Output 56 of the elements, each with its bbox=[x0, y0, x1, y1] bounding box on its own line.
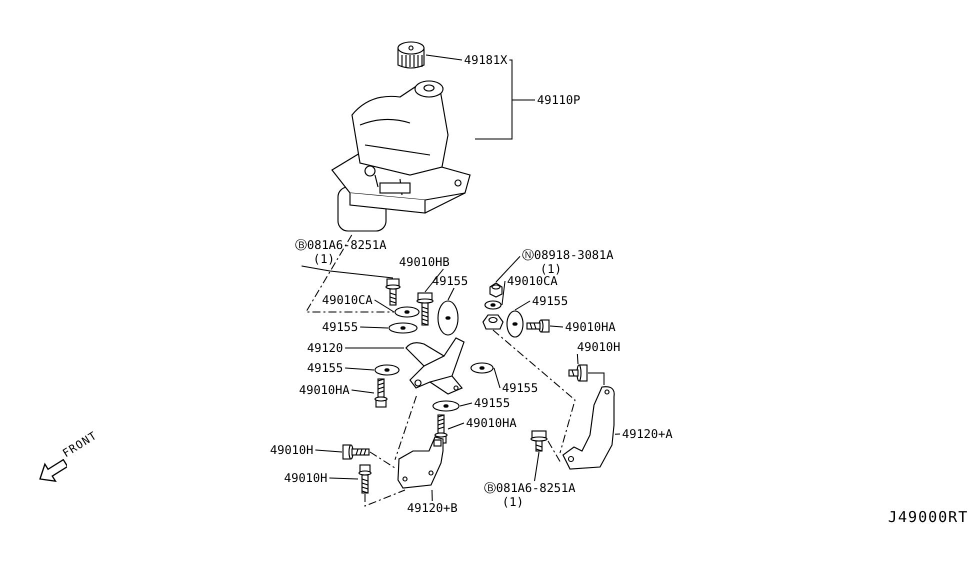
leader-line bbox=[588, 372, 604, 386]
leader-line bbox=[314, 450, 342, 452]
part-number: 49010H bbox=[577, 340, 620, 354]
leader-line bbox=[370, 452, 396, 468]
part-number: 49155 bbox=[322, 320, 358, 334]
part-number: 49010HA bbox=[466, 416, 517, 430]
leader-line bbox=[364, 490, 406, 507]
leader-line bbox=[508, 60, 536, 100]
leader-line bbox=[448, 288, 455, 300]
leader-line bbox=[614, 434, 620, 435]
part-number: 49155 bbox=[502, 381, 538, 395]
part-number: 49010HB bbox=[399, 255, 450, 269]
part-number: 49010CA bbox=[507, 274, 558, 288]
part-number: Ⓑ081A6-8251A bbox=[484, 481, 576, 495]
leader-line bbox=[492, 330, 576, 454]
part-number: 49120+A bbox=[622, 427, 673, 441]
leader-line bbox=[514, 300, 530, 310]
leader-line bbox=[305, 234, 394, 312]
part-number: 49181X bbox=[464, 53, 508, 67]
leader-line bbox=[394, 396, 417, 460]
part-number: Ⓝ08918-3081A bbox=[522, 248, 614, 262]
part-number: 49155 bbox=[432, 274, 468, 288]
quantity-note: (1) bbox=[540, 262, 562, 276]
leader-line bbox=[344, 368, 374, 370]
part-number: 49010CA bbox=[322, 293, 373, 307]
leader-line bbox=[426, 54, 462, 60]
leader-line bbox=[432, 490, 433, 502]
leader-line bbox=[424, 268, 444, 292]
leader-line bbox=[496, 256, 520, 282]
leader-line bbox=[360, 326, 388, 328]
part-number: 49120 bbox=[307, 341, 344, 355]
leader-line bbox=[548, 440, 560, 462]
quantity-note: (1) bbox=[313, 252, 335, 266]
leader-line bbox=[351, 390, 374, 394]
leader-line bbox=[328, 478, 358, 480]
leader-line bbox=[534, 452, 540, 482]
leader-line bbox=[301, 266, 394, 278]
leader-line bbox=[550, 326, 564, 328]
part-number: 49110P bbox=[537, 93, 580, 107]
leader-line bbox=[374, 300, 394, 312]
part-number: 49010HA bbox=[299, 383, 350, 397]
leader-line bbox=[460, 402, 472, 406]
part-number: Ⓑ081A6-8251A bbox=[295, 238, 386, 252]
part-number: 49010H bbox=[270, 443, 314, 457]
leader-line bbox=[502, 280, 506, 306]
part-number: 49155 bbox=[532, 294, 568, 308]
part-number: 49155 bbox=[474, 396, 510, 410]
quantity-note: (1) bbox=[502, 495, 524, 509]
diagram-code: J49000RT bbox=[888, 508, 968, 526]
part-number: 49010H bbox=[284, 471, 328, 485]
leader-line bbox=[576, 354, 578, 364]
leader-line bbox=[494, 368, 500, 388]
part-number: 49120+B bbox=[407, 501, 458, 515]
part-number: 49010HA bbox=[565, 320, 616, 334]
leader-line bbox=[448, 422, 464, 430]
part-number: 49155 bbox=[307, 361, 344, 375]
